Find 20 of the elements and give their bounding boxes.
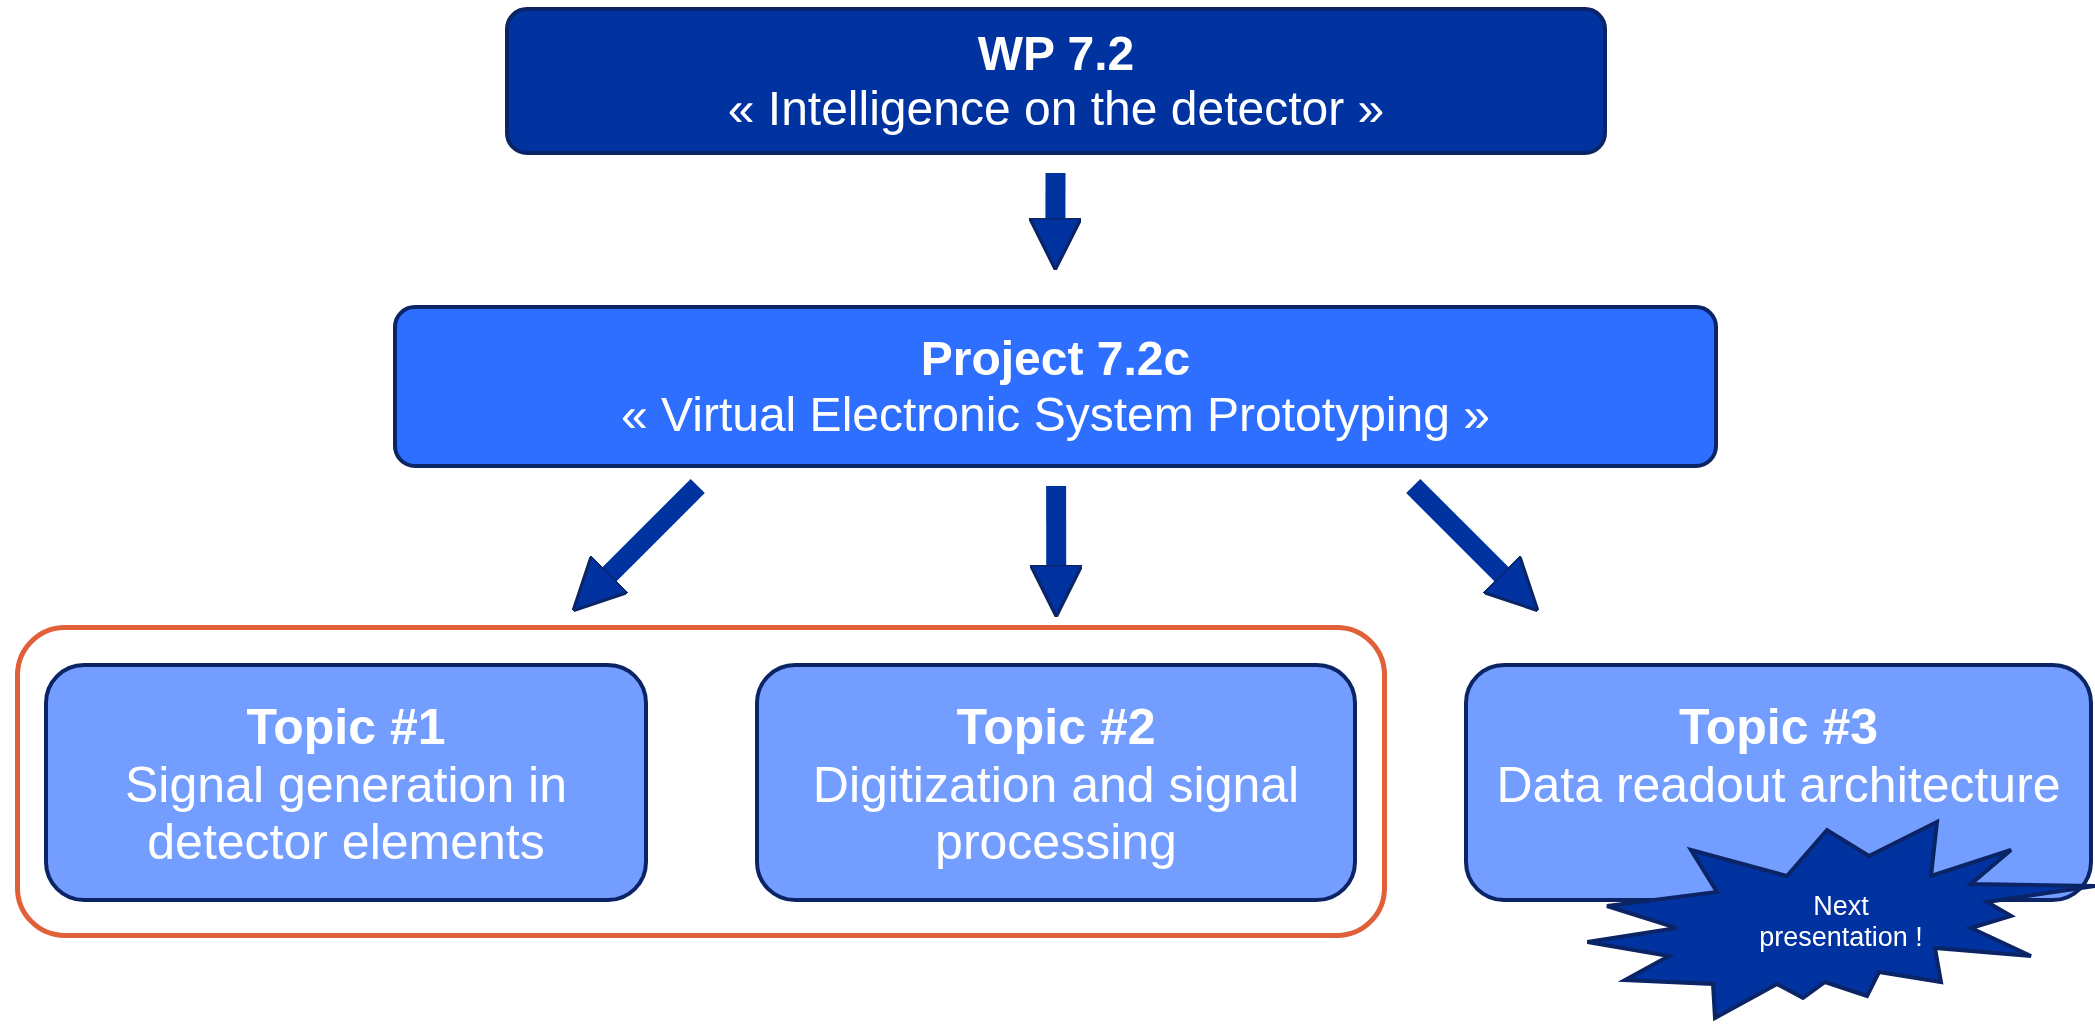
box-heading: Project 7.2c xyxy=(920,331,1191,387)
block-arrow xyxy=(1027,173,1083,272)
box-text: « Virtual Electronic System Prototyping » xyxy=(621,386,1490,442)
topic-box xyxy=(44,663,648,902)
box-heading: WP 7.2 xyxy=(977,25,1135,81)
work-package-box xyxy=(505,7,1607,155)
box-text: « Intelligence on the detector » xyxy=(727,81,1385,137)
box-text: Data readout architecture xyxy=(1496,756,2061,814)
box-text: Digitization and signal processing xyxy=(811,756,1301,872)
box-text: Signal generation in detector elements xyxy=(124,756,568,872)
group-outline xyxy=(15,625,1387,938)
block-arrow xyxy=(571,478,705,613)
project-box xyxy=(393,305,1718,468)
box-heading: Topic #2 xyxy=(956,699,1156,757)
box-heading: Topic #3 xyxy=(1678,699,1879,757)
topic-box xyxy=(755,663,1357,902)
block-arrow xyxy=(1406,478,1540,613)
box-text: Next presentation ! xyxy=(1758,890,1924,954)
box-heading: Topic #1 xyxy=(246,699,446,757)
block-arrow xyxy=(1028,486,1084,619)
